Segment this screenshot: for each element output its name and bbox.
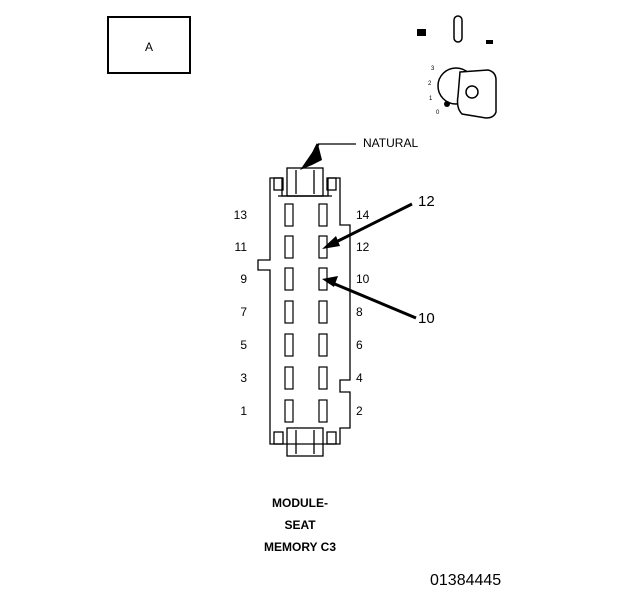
natural-label: NATURAL	[363, 136, 418, 150]
terminal-cavity-left-6	[284, 366, 294, 390]
terminal-cavity-right-1	[318, 203, 328, 227]
pin-number-left: 5	[240, 338, 247, 352]
view-indicator-box: A	[107, 16, 191, 74]
terminal-cavity-left-5	[284, 333, 294, 357]
natural-callout: NATURAL	[300, 136, 418, 170]
pin-number-right: 6	[356, 338, 363, 352]
key-position-0: 0	[436, 110, 440, 116]
view-indicator-label: A	[144, 40, 153, 54]
terminal-cavity-left-2	[284, 235, 294, 259]
title-line-1: MODULE-	[272, 496, 328, 510]
bottom-latch	[286, 427, 324, 457]
callout-12-label: 12	[418, 193, 435, 210]
key-position-2: 2	[428, 81, 432, 87]
terminal-cavity-left-7	[284, 399, 294, 423]
key-slot-indicator	[453, 15, 463, 43]
connector-housing-outline	[257, 177, 351, 445]
terminal-cavity-left-4	[284, 300, 294, 324]
pin-number-left: 3	[240, 371, 247, 385]
key-position-1: 1	[429, 96, 433, 102]
top-latch	[286, 167, 324, 197]
bottom-latch-ear-left	[273, 431, 284, 445]
pin-number-right: 8	[356, 305, 363, 319]
key-position-dot	[444, 101, 450, 107]
pin-number-right: 12	[356, 240, 370, 254]
pin-number-left: 9	[240, 272, 247, 286]
callout-12-arrow-shaft	[329, 202, 413, 247]
key-head	[456, 69, 497, 119]
pin-number-left: 13	[234, 208, 248, 222]
key-indicator-left	[417, 29, 426, 36]
pin-number-left: 1	[240, 404, 247, 418]
callout-10: 10	[322, 276, 435, 327]
title-line-2: SEAT	[284, 518, 316, 532]
connector-body	[257, 167, 351, 457]
pin-number-right: 10	[356, 272, 370, 286]
terminal-cavity-left-3	[284, 267, 294, 291]
callout-10-arrow-shaft	[329, 280, 417, 320]
terminal-cavity-right-5	[318, 333, 328, 357]
title-line-3: MEMORY C3	[263, 540, 336, 554]
pin-number-right: 4	[356, 371, 363, 385]
key-position-3: 3	[431, 66, 435, 72]
key-hole	[465, 85, 479, 99]
pin-number-left: 11	[235, 240, 248, 254]
callout-12-arrowhead	[322, 236, 340, 249]
connector-title-block: MODULE- SEAT MEMORY C3	[220, 492, 380, 558]
ignition-key-icon: 3 2 1 0	[417, 15, 497, 119]
terminal-cavity-right-4	[318, 300, 328, 324]
key-indicator-right	[486, 40, 493, 44]
pin-number-right: 2	[356, 404, 363, 418]
pin-number-left: 7	[240, 305, 247, 319]
figure-id: 01384445	[430, 572, 502, 589]
callout-10-label: 10	[418, 310, 435, 327]
pin-number-right: 14	[356, 208, 370, 222]
callout-10-arrowhead	[322, 276, 338, 287]
terminal-cavity-left-1	[284, 203, 294, 227]
terminal-cavity-right-6	[318, 366, 328, 390]
terminal-cavity-right-7	[318, 399, 328, 423]
natural-arrow-shaft	[306, 143, 320, 165]
bottom-latch-ear-right	[326, 431, 337, 445]
callout-12: 12	[322, 193, 435, 249]
cavity-grid	[284, 203, 328, 423]
